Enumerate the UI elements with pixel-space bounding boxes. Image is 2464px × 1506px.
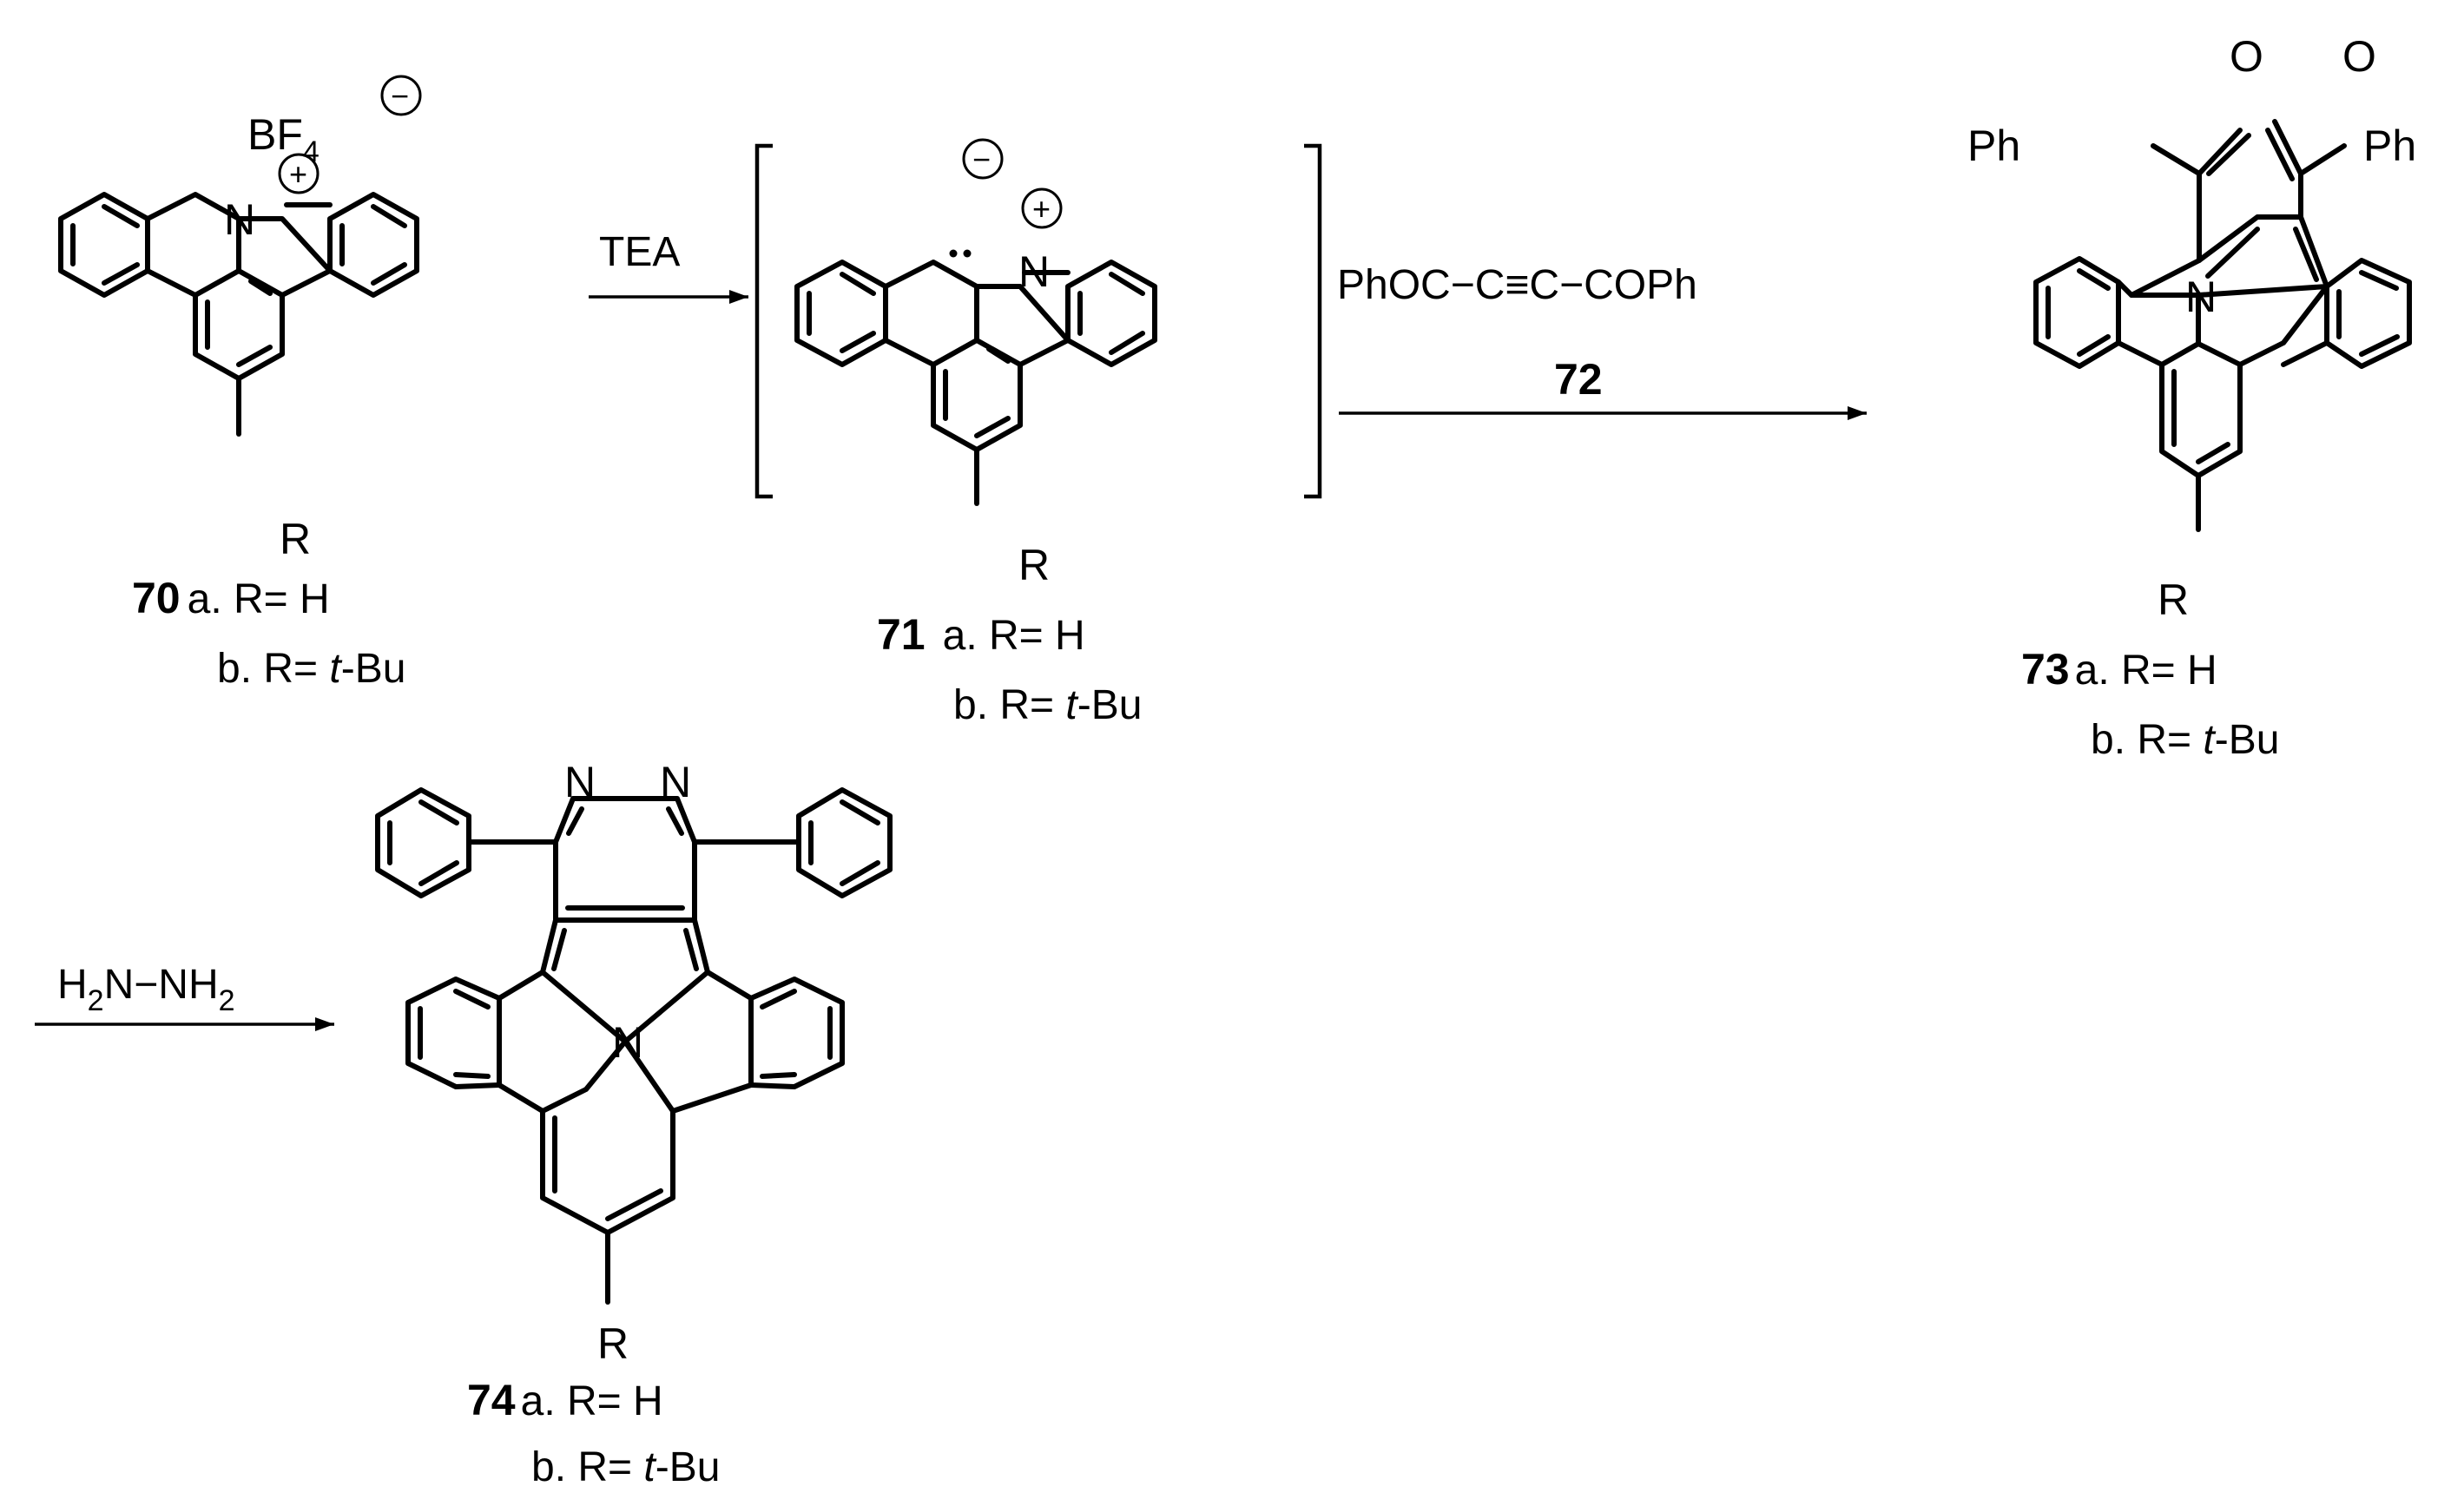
atom-o-73-right: O [2342,32,2376,81]
compound-70-structure [58,192,419,437]
compound-70-label-b: b. R= t-Bu [217,646,405,692]
reagent-hydrazine: H2N−NH2 [57,962,235,1017]
atom-r-74: R [597,1319,629,1368]
arrowhead-2-icon [1848,406,1867,420]
atom-n-73: N [2185,273,2217,321]
compound-74-label-b: b. R= t-Bu [531,1444,720,1490]
atom-o-73-left: O [2230,32,2263,81]
atom-n-74-left: N [564,758,596,806]
reagent-tea: TEA [599,229,680,275]
atom-n-74-bridge: N [612,1018,643,1067]
charge-minus-71: − [972,141,991,177]
positive-charge-icon [278,153,320,194]
lone-pair-dot [949,249,958,258]
compound-71-label-b: b. R= t-Bu [953,682,1142,728]
charge-plus-70: + [289,156,307,192]
compound-73-label-b: b. R= t-Bu [2091,717,2279,763]
atom-bf4-70: BF4 [247,110,320,168]
compound-74-structure [375,787,893,1305]
reagent-72-number: 72 [1554,355,1603,404]
atom-n-70: N [224,195,255,244]
phenyl-73-right: Ph [2363,122,2416,170]
charge-minus-70: − [391,78,409,114]
charge-plus-71: + [1032,191,1051,227]
atom-r-70: R [280,515,311,563]
compound-73-structure [2033,119,2412,532]
lone-pair-dot [963,249,972,258]
negative-charge-icon [962,138,1004,180]
atom-n-71: N [1018,247,1050,296]
bracket-right [1304,143,1322,499]
reagent-alkyne-formula: PhOC−C≡C−COPh [1337,262,1697,308]
atom-n-74-right: N [660,758,691,806]
arrowhead-1-icon [729,290,748,304]
atom-r-71: R [1018,541,1050,589]
compound-71-structure [794,260,1157,506]
positive-charge-icon [1021,187,1063,229]
arrowhead-3-icon [315,1017,334,1031]
phenyl-73-left: Ph [1967,122,2020,170]
bracket-left [754,143,773,499]
atom-r-73: R [2158,575,2189,624]
negative-charge-icon [380,75,422,116]
